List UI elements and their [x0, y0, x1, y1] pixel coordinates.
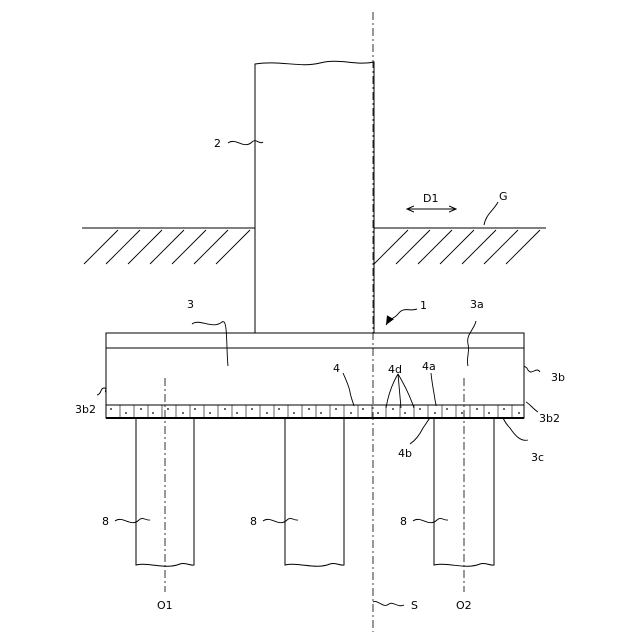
column	[255, 61, 374, 333]
hatch-line	[374, 230, 408, 264]
label-axis-center: S	[411, 599, 418, 612]
layer-grain-dot	[236, 412, 238, 414]
reference-labels: 2 D1 G 1 3 3a 3b 3b2 3b2 3c 4 4d 4a 4b 8…	[75, 137, 565, 612]
layer-grain-dot	[446, 408, 448, 410]
label-layer-top: 4a	[422, 360, 436, 373]
layer-strip	[106, 405, 524, 418]
layer-grain-dot	[110, 408, 112, 410]
layer-grain-dot	[320, 412, 322, 414]
layer-grain-dot	[335, 408, 337, 410]
label-pile-right: 8	[400, 515, 407, 528]
layer-grain-dot	[392, 408, 394, 410]
label-footing-side-lower-left: 3b2	[75, 403, 96, 416]
label-footing-side: 3b	[551, 371, 565, 384]
layer-grain-dot	[377, 412, 379, 414]
layer-grain-dot	[251, 408, 253, 410]
hatch-line	[150, 230, 184, 264]
label-column: 2	[214, 137, 221, 150]
label-layer: 4	[333, 362, 340, 375]
hatch-line	[396, 230, 430, 264]
layer-grain-dot	[503, 408, 505, 410]
layer-grain-dot	[278, 408, 280, 410]
layer-grain-dot	[476, 408, 478, 410]
layer-grain-dot	[194, 408, 196, 410]
layer-grain-dot	[224, 408, 226, 410]
layer-cells	[106, 405, 520, 418]
label-layer-bottom: 4b	[398, 447, 412, 460]
footing	[106, 333, 524, 405]
layer-grain-dot	[518, 412, 520, 414]
label-direction: D1	[423, 192, 438, 205]
structure-arrow	[386, 309, 417, 325]
layer-grain-dot	[209, 412, 211, 414]
layer-grain-dot	[140, 408, 142, 410]
hatch-line	[484, 230, 518, 264]
layer-grain-dot	[434, 412, 436, 414]
ground	[82, 228, 546, 264]
layer-grain-dot	[266, 412, 268, 414]
hatch-line	[84, 230, 118, 264]
hatch-line	[506, 230, 540, 264]
layer-grain-dot	[461, 412, 463, 414]
layer-grain-dot	[152, 412, 154, 414]
hatch-line	[440, 230, 474, 264]
layer-grain-dot	[350, 412, 352, 414]
label-ground: G	[499, 190, 508, 203]
layer-grain-dot	[308, 408, 310, 410]
layer-grain-dot	[419, 408, 421, 410]
layer-grain-dot	[488, 412, 490, 414]
label-axis-left: O1	[157, 599, 173, 612]
hatch-line	[462, 230, 496, 264]
hatch-line	[194, 230, 228, 264]
layer-grain-dot	[293, 412, 295, 414]
label-pile-center: 8	[250, 515, 257, 528]
label-footing-top: 3a	[470, 298, 484, 311]
layer-grain-dot	[167, 408, 169, 410]
layer-grain-dot	[182, 412, 184, 414]
hatch-line	[106, 230, 140, 264]
hatch-line	[128, 230, 162, 264]
ground-hatching-left	[84, 230, 250, 264]
label-footing: 3	[187, 298, 194, 311]
piles	[136, 418, 494, 566]
label-pile-left: 8	[102, 515, 109, 528]
layer-grain-dot	[404, 412, 406, 414]
hatch-line	[216, 230, 250, 264]
ground-hatching-right	[374, 230, 540, 264]
layer-grain-dot	[362, 408, 364, 410]
label-layer-grains: 4d	[388, 363, 402, 376]
hatch-line	[418, 230, 452, 264]
pile-center	[285, 418, 344, 566]
leader-lines	[97, 141, 540, 606]
label-footing-bottom: 3c	[531, 451, 544, 464]
label-structure: 1	[420, 299, 427, 312]
layer-grain-dot	[125, 412, 127, 414]
label-axis-right: O2	[456, 599, 472, 612]
center-lines	[165, 12, 464, 632]
hatch-line	[172, 230, 206, 264]
label-footing-side-lower-right: 3b2	[539, 412, 560, 425]
